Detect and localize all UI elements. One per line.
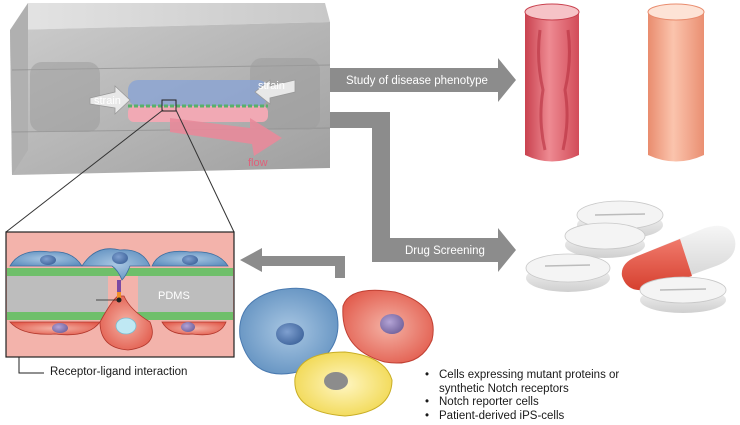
zoom-line-left [5, 109, 164, 233]
upper-channel [128, 80, 268, 106]
vessel-diseased [524, 3, 580, 162]
pills [525, 200, 736, 313]
cell-cluster [239, 287, 434, 417]
list-item: Notch reporter cells [425, 396, 619, 410]
cell-types-list: Cells expressing mutant proteins or synt… [425, 369, 619, 423]
receptor-ligand-caption: Receptor-ligand interaction [50, 366, 188, 378]
pill-tablet-left [525, 253, 611, 292]
arrow-disease-phenotype [330, 58, 516, 102]
zoom-line-right [175, 109, 235, 233]
endothelial-cell [81, 248, 151, 281]
vacuum-chamber-left [30, 62, 100, 132]
caption-leader [18, 357, 44, 374]
notch-ligand [117, 292, 121, 302]
cell-nucleus [276, 323, 304, 345]
pdms-label: PDMS [158, 290, 190, 302]
strain-arrow-right [254, 79, 296, 105]
notch-receptor [117, 280, 121, 292]
flow-arrow [170, 118, 282, 156]
drug-screening-label: Drug Screening [405, 245, 485, 257]
strain-arrow-left [89, 85, 131, 115]
lower-channel [128, 106, 268, 122]
pill-tablet-mid [564, 222, 646, 258]
pill-tablet-bottom [639, 276, 727, 313]
list-item: Cells expressing mutant proteins or synt… [425, 369, 619, 396]
cell-nucleus [324, 372, 348, 390]
flow-label: flow [248, 157, 268, 169]
arrow-cells-to-zoom [240, 248, 345, 278]
vessel-healthy [647, 3, 705, 162]
chip-side-face [10, 3, 28, 175]
arrow-drug-screening [330, 112, 516, 272]
list-item: Patient-derived iPS-cells [425, 410, 619, 424]
organ-chip-device: strain strain flow [10, 3, 331, 175]
disease-phenotype-label: Study of disease phenotype [346, 75, 488, 87]
chip-top-face [10, 3, 330, 30]
strain-label-left: strain [94, 95, 121, 107]
strain-label-right: strain [258, 80, 285, 92]
zoom-cross-section: PDMS [5, 231, 235, 358]
zoom-region [161, 99, 177, 112]
cell-nucleus [380, 314, 404, 334]
